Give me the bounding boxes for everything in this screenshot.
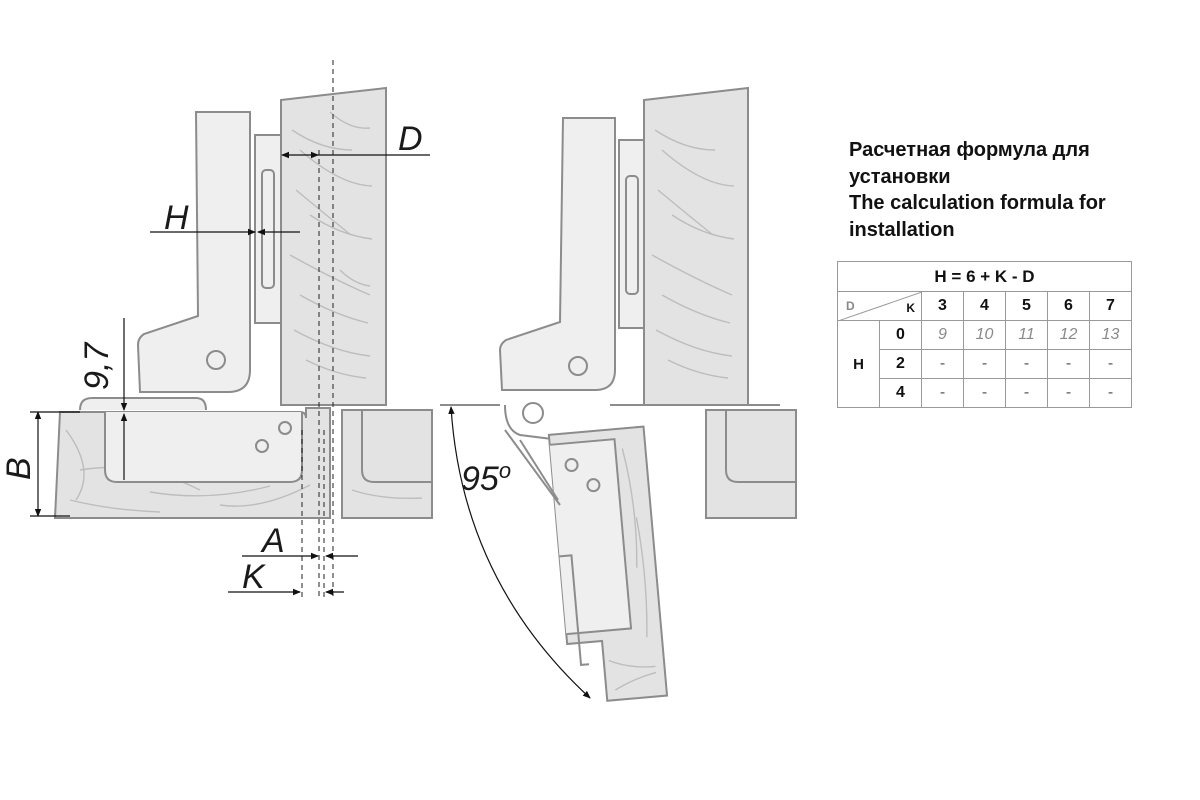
h-value-cell: - (1005, 378, 1048, 408)
bottom-panel-right-stub (341, 409, 433, 519)
table-corner-cell: D K (837, 291, 922, 321)
mounting-plate-left (254, 134, 282, 324)
k-header-cell: 4 (963, 291, 1006, 321)
d-value-cell: 0 (879, 320, 922, 350)
opened-door-panel (547, 425, 669, 702)
h-value-cell: 12 (1047, 320, 1090, 350)
h-value-cell: - (921, 349, 964, 379)
h-value-cell: - (963, 378, 1006, 408)
angle-degree-mark: o (499, 458, 511, 483)
h-value-cell: - (1047, 349, 1090, 379)
angle-value: 95 (461, 460, 499, 498)
hinge-arm-left (136, 111, 251, 393)
dimension-b-label: B (0, 457, 38, 480)
h-value-cell: 13 (1089, 320, 1132, 350)
dimension-k-label: K (242, 558, 266, 596)
k-header-cell: 6 (1047, 291, 1090, 321)
bottom-panel-right-open (705, 409, 797, 519)
h-value-cell: - (921, 378, 964, 408)
h-value-cell: - (1005, 349, 1048, 379)
side-panel-right (643, 86, 749, 406)
h-value-cell: - (1047, 378, 1090, 408)
dimension-d-label: D (398, 120, 423, 158)
side-panel-left (280, 86, 387, 406)
formula-heading-en-line1: The calculation formula for (849, 192, 1106, 214)
h-value-cell: - (1089, 378, 1132, 408)
table-formula-title: H = 6 + K - D (837, 261, 1132, 292)
hinge-cup-left (104, 412, 303, 483)
dimension-h-label: H (164, 199, 189, 237)
corner-diagonal (838, 292, 922, 321)
angle-95-label: 95o (461, 458, 511, 498)
formula-heading-en-line2: installation (849, 218, 955, 241)
h-value-cell: 9 (921, 320, 964, 350)
table-row: H 0 9 10 11 12 13 (837, 320, 1132, 408)
k-header-cell: 7 (1089, 291, 1132, 321)
d-value-cell: 4 (879, 378, 922, 408)
dimension-9-7-label: 9,7 (78, 342, 116, 390)
closed-hinge-view: D H 9,7 B A K (0, 60, 433, 600)
k-header-cell: 5 (1005, 291, 1048, 321)
formula-heading-ru-line2: установки (849, 165, 951, 188)
corner-d-label: D (846, 299, 855, 313)
dimension-a-label: A (260, 522, 285, 560)
table-row: 2 - - - - - (838, 349, 1132, 379)
open-hinge-view: 95o (440, 86, 797, 702)
corner-k-label: K (906, 301, 915, 315)
k-header-cell: 3 (921, 291, 964, 321)
calculation-formula-heading: Расчетная формула для установки The calc… (849, 137, 1169, 243)
h-value-cell: - (963, 349, 1006, 379)
calculation-table: H = 6 + K - D D K 3 4 5 6 7 H 0 9 10 11 … (837, 261, 1132, 408)
table-row: 4 - - - - - (838, 378, 1132, 408)
h-value-cell: - (1089, 349, 1132, 379)
d-value-cell: 2 (879, 349, 922, 379)
formula-heading-ru-line1: Расчетная формула для (849, 139, 1090, 161)
h-row-label: H (837, 320, 880, 408)
h-value-cell: 11 (1005, 320, 1048, 350)
h-value-cell: 10 (963, 320, 1006, 350)
